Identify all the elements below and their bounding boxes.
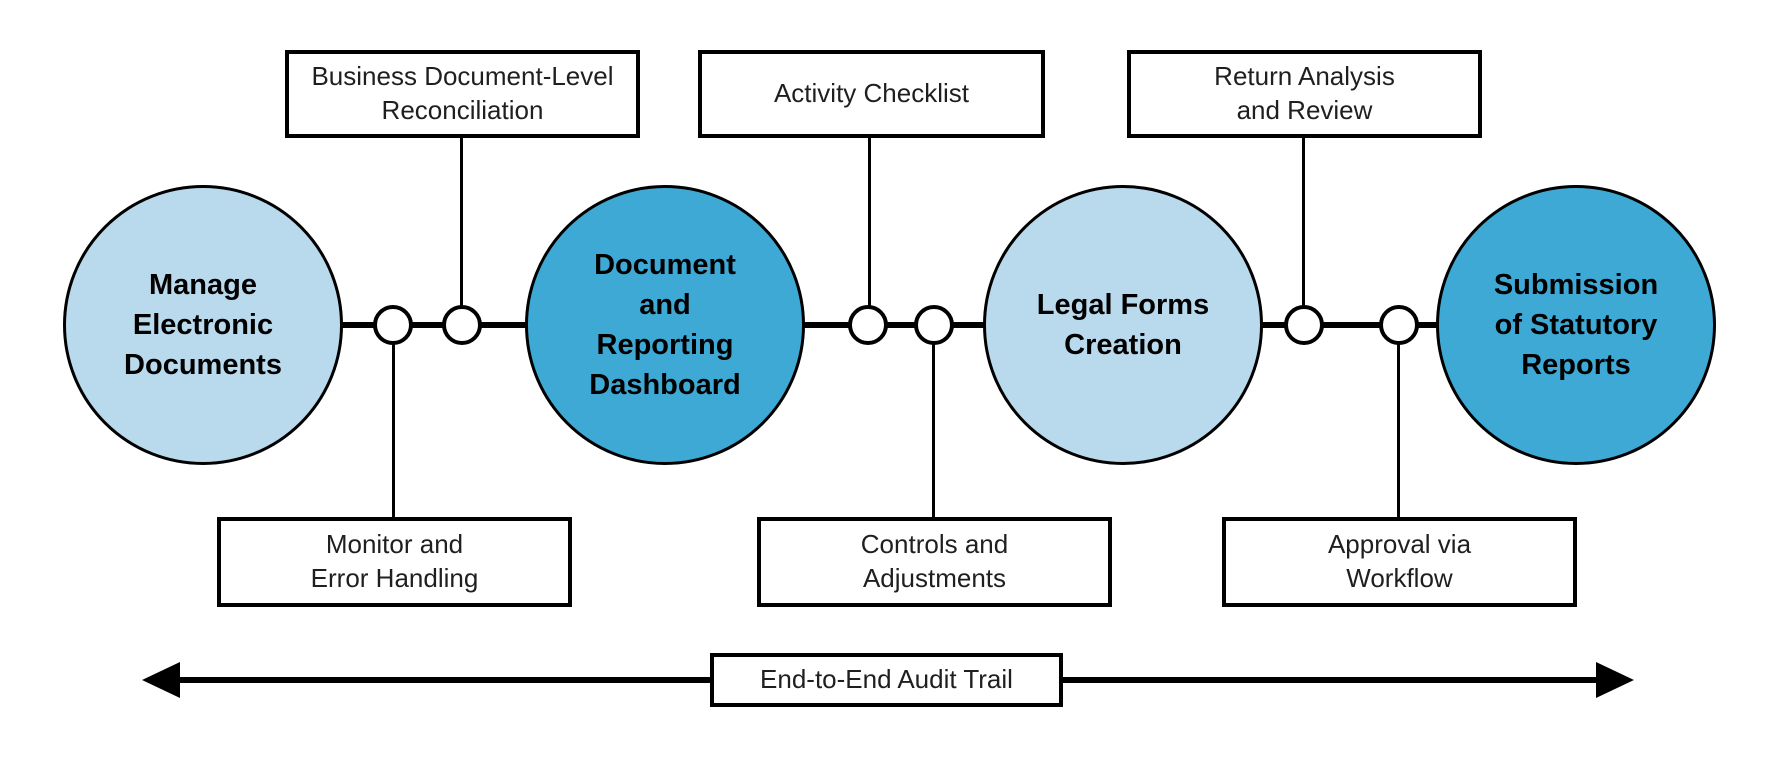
connector-line-up-2 xyxy=(868,134,871,309)
arrow-right-icon xyxy=(1596,662,1634,698)
process-circle-label: Legal Forms Creation xyxy=(1036,288,1210,361)
label-box-text: Approval via Workflow xyxy=(1327,529,1472,593)
connector-line-up-1 xyxy=(460,134,463,309)
label-box-text: Business Document-Level Reconciliation xyxy=(311,61,614,125)
connector-line-down-1 xyxy=(392,341,395,521)
process-circle-label: Document and Reporting Dashboard xyxy=(589,248,741,402)
label-box-controls-and-adjustments: Controls and Adjustments xyxy=(757,517,1112,607)
label-box-activity-checklist: Activity Checklist xyxy=(698,50,1045,138)
spine-line-2 xyxy=(800,322,988,328)
process-circle-label: Manage Electronic Documents xyxy=(124,268,282,381)
connector-node-icon xyxy=(373,305,413,345)
process-circle-manage-electronic-documents: Manage Electronic Documents xyxy=(63,185,343,465)
label-box-text: Controls and Adjustments xyxy=(860,529,1009,593)
label-box-business-document-level-reconciliation: Business Document-Level Reconciliation xyxy=(285,50,640,138)
label-box-monitor-and-error-handling: Monitor and Error Handling xyxy=(217,517,572,607)
process-circle-document-reporting-dashboard: Document and Reporting Dashboard xyxy=(525,185,805,465)
process-circle-label: Submission of Statutory Reports xyxy=(1493,268,1659,381)
label-box-approval-via-workflow: Approval via Workflow xyxy=(1222,517,1577,607)
connector-node-icon xyxy=(914,305,954,345)
label-box-text: Monitor and Error Handling xyxy=(310,529,479,593)
connector-line-down-2 xyxy=(932,341,935,521)
connector-node-icon xyxy=(442,305,482,345)
process-circle-legal-forms-creation: Legal Forms Creation xyxy=(983,185,1263,465)
label-box-text: Activity Checklist xyxy=(773,78,970,109)
label-box-text: End-to-End Audit Trail xyxy=(760,664,1013,695)
label-box-text: Return Analysis and Review xyxy=(1214,61,1395,125)
connector-node-icon xyxy=(1379,305,1419,345)
process-circle-submission-statutory-reports: Submission of Statutory Reports xyxy=(1436,185,1716,465)
arrow-left-icon xyxy=(142,662,180,698)
spine-line-3 xyxy=(1258,322,1441,328)
connector-node-icon xyxy=(1284,305,1324,345)
spine-line-1 xyxy=(338,322,532,328)
label-box-return-analysis-and-review: Return Analysis and Review xyxy=(1127,50,1482,138)
connector-node-icon xyxy=(848,305,888,345)
connector-line-down-3 xyxy=(1397,341,1400,521)
label-box-end-to-end-audit-trail: End-to-End Audit Trail xyxy=(710,653,1063,707)
connector-line-up-3 xyxy=(1302,134,1305,309)
